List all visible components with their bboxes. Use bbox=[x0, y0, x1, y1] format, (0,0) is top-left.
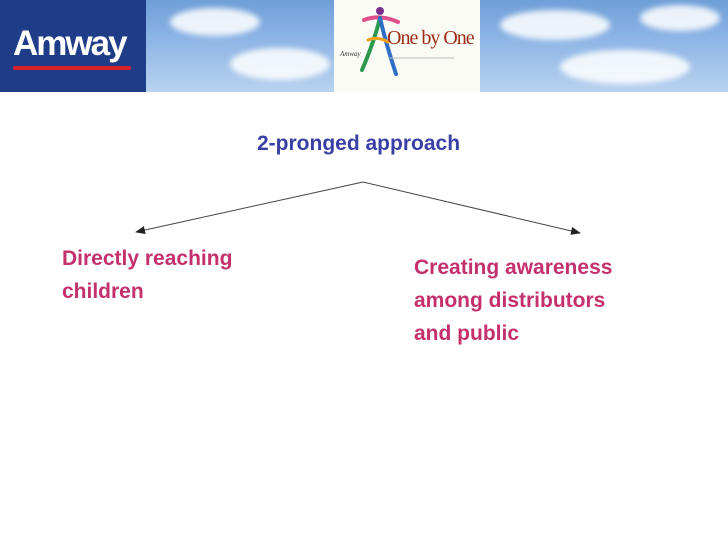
branch-right-line: Creating awareness bbox=[414, 251, 612, 284]
branch-right-line: among distributors bbox=[414, 284, 612, 317]
branch-right-text: Creating awareness among distributors an… bbox=[414, 251, 612, 350]
branch-left-text: Directly reaching children bbox=[62, 242, 232, 308]
arrow-left bbox=[136, 182, 363, 232]
branch-left-line: children bbox=[62, 275, 232, 308]
branch-right-line: and public bbox=[414, 317, 612, 350]
branch-left-line: Directly reaching bbox=[62, 242, 232, 275]
arrow-right bbox=[363, 182, 580, 233]
